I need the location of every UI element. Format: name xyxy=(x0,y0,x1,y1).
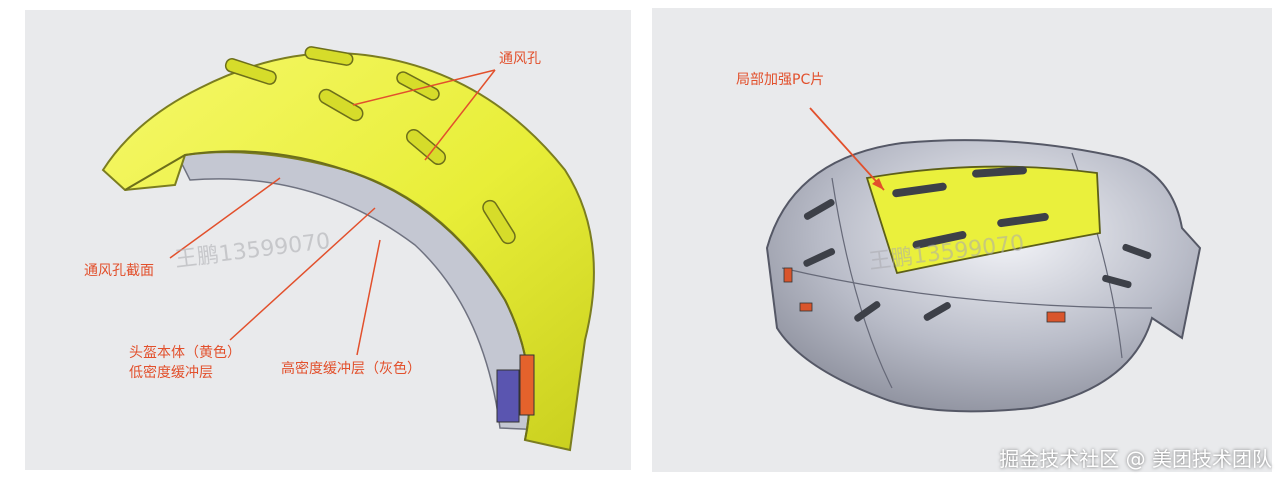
vent-slots-right xyxy=(803,166,1152,322)
buckle-detail xyxy=(496,369,520,423)
helmet-section-panel: 王鹏13599070 通风孔 通风孔截面 头盔本体（黄色） 低密度缓冲层 高密度… xyxy=(25,10,631,470)
helmet-pc-panel: 王鹏13599070 局部加强PC片 xyxy=(652,8,1272,472)
label-high-density: 高密度缓冲层（灰色） xyxy=(281,361,421,377)
orange-tabs xyxy=(783,267,1066,323)
label-vent-hole: 通风孔 xyxy=(499,51,541,67)
vent-slots xyxy=(224,46,516,245)
label-low-density: 低密度缓冲层 xyxy=(129,365,213,381)
helmet-pc-drawing xyxy=(765,107,1202,413)
label-helmet-body: 头盔本体（黄色） xyxy=(129,345,241,361)
label-vent-section: 通风孔截面 xyxy=(84,263,154,279)
footer-credit: 掘金技术社区 @ 美团技术团队 xyxy=(999,447,1272,471)
helmet-section-drawing xyxy=(101,46,595,452)
label-pc-piece: 局部加强PC片 xyxy=(736,72,825,88)
annotation-lines xyxy=(169,69,496,356)
